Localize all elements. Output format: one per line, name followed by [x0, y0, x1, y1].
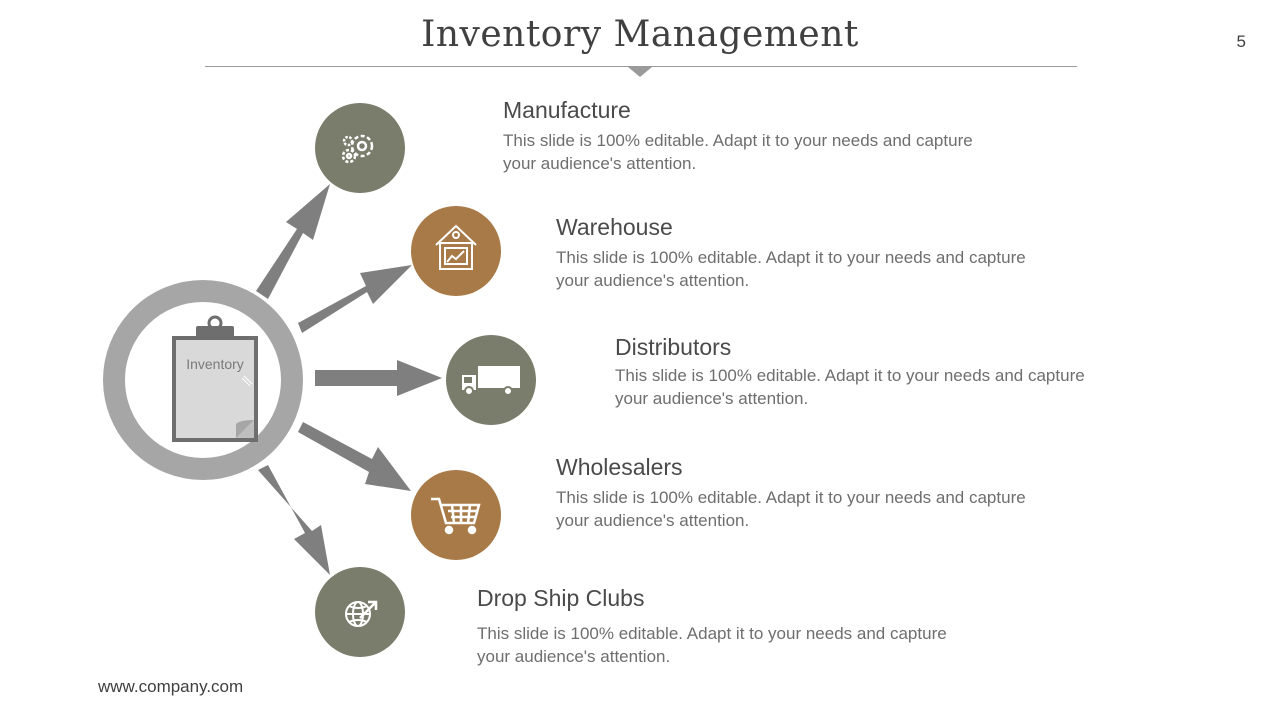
- slide-title: Inventory Management: [421, 14, 859, 55]
- hub-label: Inventory: [186, 356, 244, 372]
- wholesalers-node: [411, 470, 501, 560]
- item-title-warehouse: Warehouse: [556, 214, 673, 240]
- desc-line: your audience's attention.: [556, 271, 750, 290]
- arrow-drop-ship: [258, 465, 330, 575]
- item-title-manufacture: Manufacture: [503, 97, 631, 123]
- desc-line: This slide is 100% editable. Adapt it to…: [615, 366, 1085, 385]
- globe-arrow-icon: [345, 600, 378, 627]
- shopping-cart-icon: [431, 497, 481, 535]
- arrow-distributors: [315, 360, 442, 396]
- item-desc-manufacture: This slide is 100% editable. Adapt it to…: [503, 129, 1043, 175]
- item-desc-wholesalers: This slide is 100% editable. Adapt it to…: [556, 486, 1096, 532]
- warehouse-node: [411, 206, 501, 296]
- item-desc-distributors: This slide is 100% editable. Adapt it to…: [615, 364, 1155, 410]
- desc-line: your audience's attention.: [503, 154, 697, 173]
- hub: [103, 280, 303, 480]
- title-underline: [205, 66, 1077, 67]
- distributors-node: [446, 335, 536, 425]
- desc-line: This slide is 100% editable. Adapt it to…: [556, 248, 1026, 267]
- item-circles: [315, 103, 536, 657]
- hub-ring: [103, 280, 303, 480]
- desc-line: This slide is 100% editable. Adapt it to…: [477, 624, 947, 643]
- arrow-wholesalers: [298, 422, 411, 491]
- title-notch: [628, 67, 652, 77]
- arrows: [256, 184, 442, 575]
- page-number: 5: [1236, 32, 1246, 51]
- item-desc-warehouse: This slide is 100% editable. Adapt it to…: [556, 246, 1096, 292]
- clipboard-icon: [172, 315, 258, 442]
- desc-line: This slide is 100% editable. Adapt it to…: [556, 488, 1026, 507]
- item-title-wholesalers: Wholesalers: [556, 454, 683, 480]
- desc-line: your audience's attention.: [615, 389, 809, 408]
- arrow-manufacture: [256, 184, 330, 299]
- desc-line: your audience's attention.: [477, 647, 671, 666]
- truck-icon: [462, 366, 520, 396]
- desc-line: your audience's attention.: [556, 511, 750, 530]
- manufacture-node: [315, 103, 405, 193]
- gears-icon: [341, 134, 374, 164]
- item-title-distributors: Distributors: [615, 334, 732, 360]
- item-title-drop-ship: Drop Ship Clubs: [477, 585, 645, 611]
- desc-line: This slide is 100% editable. Adapt it to…: [503, 131, 973, 150]
- item-desc-drop-ship: This slide is 100% editable. Adapt it to…: [477, 622, 1017, 668]
- footer-url: www.company.com: [98, 677, 244, 696]
- warehouse-icon: [435, 224, 477, 270]
- arrow-warehouse: [298, 265, 412, 333]
- drop-ship-node: [315, 567, 405, 657]
